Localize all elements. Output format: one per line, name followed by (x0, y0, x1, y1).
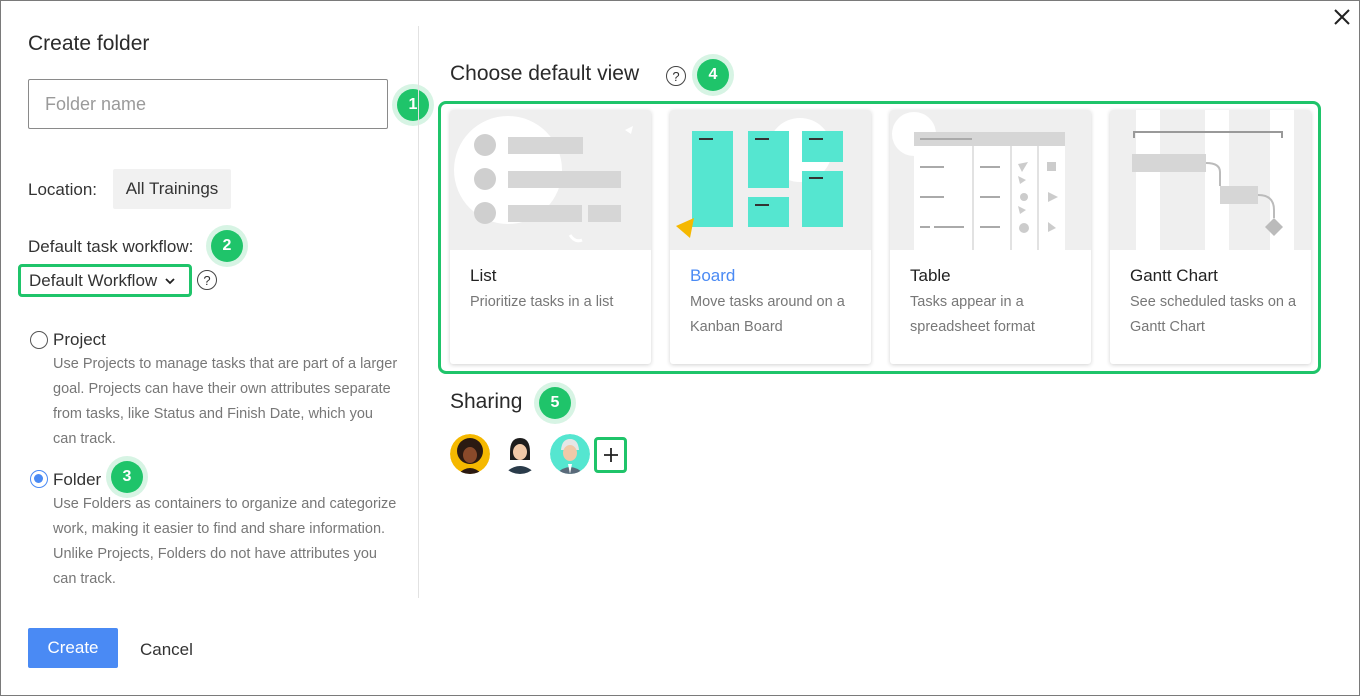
view-card-desc: Move tasks around on a Kanban Board (690, 294, 845, 335)
badge-4: 4 (697, 59, 729, 91)
location-button[interactable]: All Trainings (113, 169, 231, 209)
chevron-down-icon (165, 274, 175, 288)
folder-option-title[interactable]: Folder (53, 470, 102, 489)
view-card-desc: Prioritize tasks in a list (470, 294, 614, 310)
badge-2: 2 (211, 230, 243, 262)
pane-divider (418, 26, 419, 598)
sharing-heading: Sharing (450, 390, 523, 413)
create-button[interactable]: Create (28, 628, 118, 668)
view-card-title: Table (910, 266, 951, 285)
workflow-select-value: Default Workflow (29, 270, 158, 290)
close-icon[interactable] (1330, 5, 1354, 29)
location-label: Location: (28, 180, 97, 199)
project-option-title[interactable]: Project (53, 330, 106, 349)
workflow-help-icon[interactable]: ? (197, 270, 217, 290)
view-card-board[interactable]: Board Move tasks around on a Kanban Boar… (670, 110, 871, 364)
workflow-select[interactable]: Default Workflow (18, 264, 192, 297)
avatar-user-3[interactable] (550, 434, 590, 474)
dialog-title: Create folder (28, 32, 150, 55)
view-card-gantt[interactable]: Gantt Chart See scheduled tasks on a Gan… (1110, 110, 1311, 364)
folder-name-input[interactable] (28, 79, 388, 129)
table-view-illustration (890, 110, 1091, 250)
gantt-view-illustration (1110, 110, 1311, 250)
project-radio[interactable] (30, 331, 48, 349)
plus-icon (603, 448, 618, 462)
project-option-desc: Use Projects to manage tasks that are pa… (53, 356, 398, 447)
view-card-list[interactable]: List Prioritize tasks in a list (450, 110, 651, 364)
view-options-group (438, 101, 1321, 374)
views-heading: Choose default view (450, 62, 640, 85)
folder-radio[interactable] (30, 470, 48, 488)
view-card-title: List (470, 266, 497, 285)
board-view-illustration (670, 110, 871, 250)
badge-1: 1 (397, 89, 429, 121)
views-help-icon[interactable]: ? (666, 66, 686, 86)
add-share-button[interactable] (594, 437, 627, 473)
list-view-illustration (450, 110, 651, 250)
view-card-table[interactable]: Table Tasks appear in a spreadsheet form… (890, 110, 1091, 364)
folder-option-desc: Use Folders as containers to organize an… (53, 496, 397, 587)
cancel-button[interactable]: Cancel (140, 640, 193, 659)
view-card-desc: See scheduled tasks on a Gantt Chart (1130, 294, 1297, 335)
avatar-user-2[interactable] (500, 434, 540, 474)
badge-3: 3 (111, 461, 143, 493)
badge-5: 5 (539, 387, 571, 419)
view-card-desc: Tasks appear in a spreadsheet format (910, 294, 1035, 335)
view-card-title: Board (690, 266, 736, 285)
workflow-label: Default task workflow: (28, 237, 194, 256)
avatar-user-1[interactable] (450, 434, 490, 474)
view-card-title: Gantt Chart (1130, 266, 1218, 285)
